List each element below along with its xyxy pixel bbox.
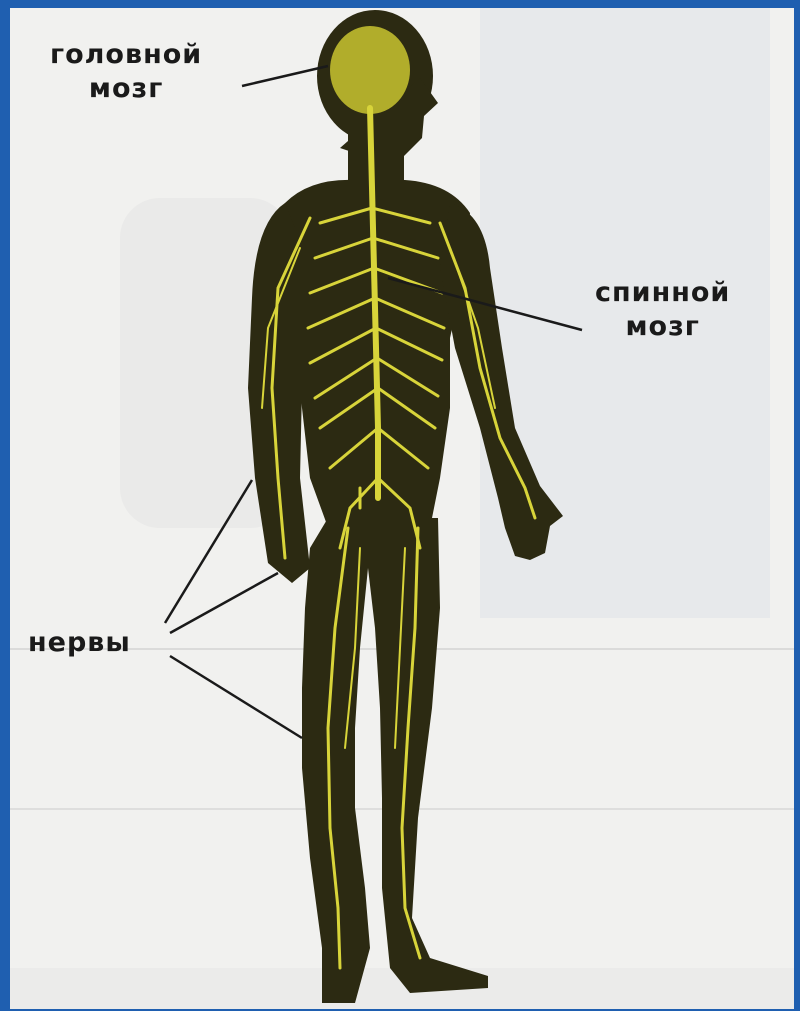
nervous-system-figure	[10, 8, 794, 1009]
nerves-leader-leg	[170, 656, 302, 738]
brain-label: головной мозг	[50, 38, 202, 106]
brain-label-line-2: мозг	[50, 72, 202, 106]
diagram-canvas: головной мозг спинной мозг нервы	[10, 8, 794, 1009]
brain-label-line-1: головной	[50, 38, 202, 72]
brain-nerve-mass	[330, 26, 410, 114]
spinal-cord-label-line-1: спинной	[595, 276, 730, 310]
brain-leader	[242, 66, 328, 86]
nerves-label: нервы	[28, 626, 131, 660]
spinal-cord-label: спинной мозг	[595, 276, 730, 344]
spinal-cord-label-line-2: мозг	[595, 310, 730, 344]
nerves-leader-hand	[170, 573, 278, 633]
